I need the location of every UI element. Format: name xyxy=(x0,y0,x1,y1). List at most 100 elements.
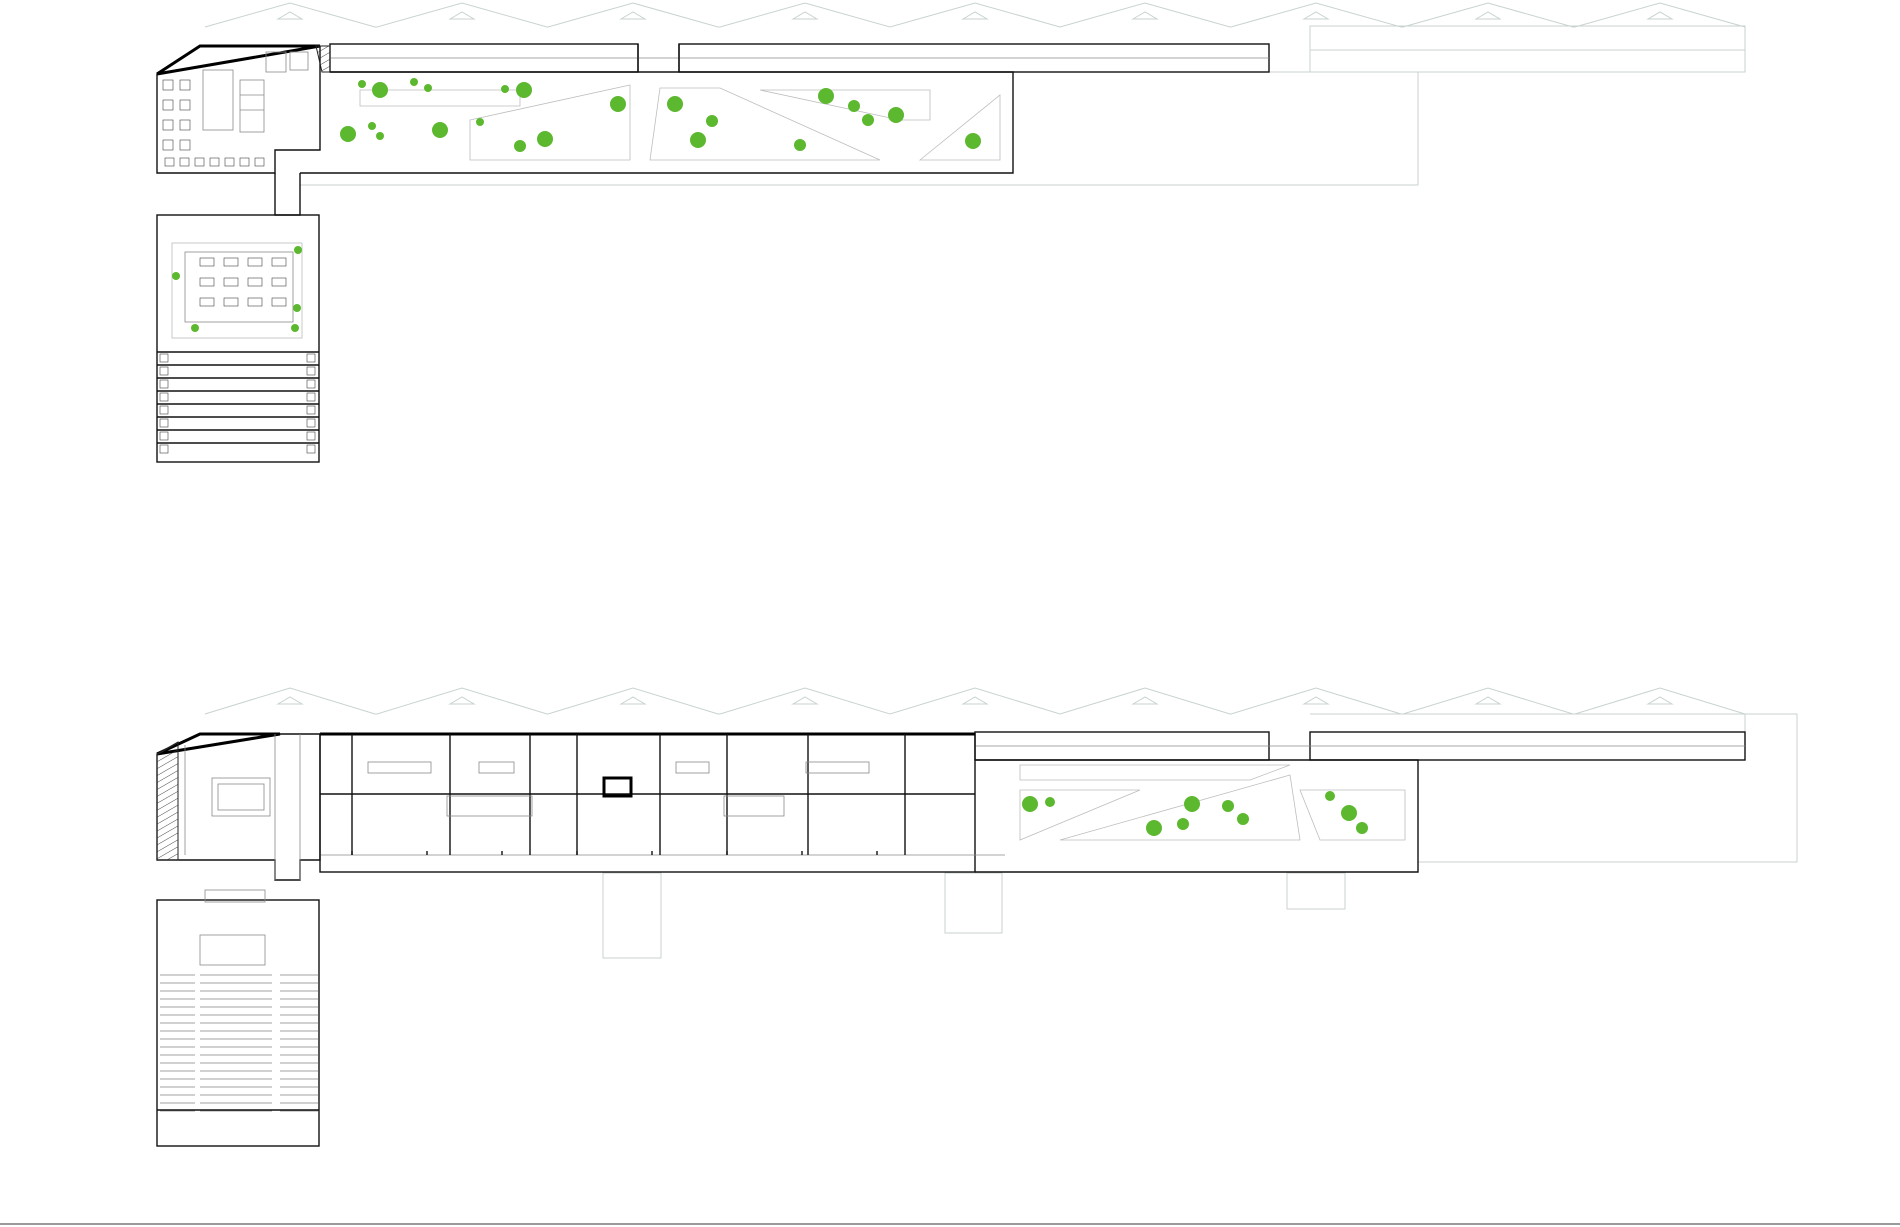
tree-canopy-icon xyxy=(514,140,526,152)
roof-vent-mark xyxy=(619,11,647,20)
cafe-table xyxy=(179,99,191,111)
tree-canopy-icon xyxy=(358,80,366,88)
stair-rail xyxy=(306,431,316,441)
hatched-wall-lower xyxy=(156,741,179,861)
stair-rail xyxy=(159,353,169,363)
stair-rail xyxy=(159,392,169,402)
roof-sawtooth-line xyxy=(204,2,1746,28)
cafe-table xyxy=(162,119,174,131)
cafe-table xyxy=(179,79,191,91)
tree-canopies xyxy=(172,78,1368,836)
hall-seat xyxy=(271,277,287,287)
tree-canopy-icon xyxy=(191,324,199,332)
roof-vent-mark xyxy=(1646,11,1674,20)
tree-canopy-icon xyxy=(294,246,302,254)
tree-canopy-icon xyxy=(1184,796,1200,812)
central-column xyxy=(602,776,633,798)
upper-floor-plan xyxy=(156,2,1746,463)
roof-vent-mark xyxy=(276,11,304,20)
rect xyxy=(217,783,265,811)
cafe-table xyxy=(194,157,205,167)
hall-seat xyxy=(223,297,239,307)
tree-canopy-icon xyxy=(965,133,981,149)
tree-canopy-icon xyxy=(848,100,860,112)
hall-seats xyxy=(199,257,287,307)
west-wing-roof-edge xyxy=(156,44,321,76)
tree-canopy-icon xyxy=(818,88,834,104)
garden-court-wall xyxy=(300,71,1014,174)
roof-vent-mark xyxy=(961,696,989,705)
cafe-tables xyxy=(162,79,265,167)
roof-vent-mark xyxy=(448,11,476,20)
tree-canopy-icon xyxy=(368,122,376,130)
tree-canopy-icon xyxy=(432,122,448,138)
roof-vent-mark xyxy=(1646,696,1674,705)
tree-canopy-icon xyxy=(1045,797,1055,807)
tree-canopy-icon xyxy=(1237,813,1249,825)
tree-canopy-icon xyxy=(1356,822,1368,834)
tree-canopy-icon xyxy=(410,78,418,86)
wc-box xyxy=(265,51,287,73)
hall-seat xyxy=(199,257,215,267)
stair-rail xyxy=(159,366,169,376)
hall-table-grid xyxy=(184,251,294,323)
roof-vent-mark xyxy=(1474,11,1502,20)
tree-canopy-icon xyxy=(667,96,683,112)
hall-seat xyxy=(223,257,239,267)
classroom-bench xyxy=(478,761,515,774)
tree-canopy-icon xyxy=(888,107,904,123)
cafe-table xyxy=(162,99,174,111)
sawtooth-roof-upper xyxy=(204,2,1746,28)
stair-rail xyxy=(306,444,316,454)
classroom-cabinet xyxy=(723,795,785,817)
tree-canopy-icon xyxy=(516,82,532,98)
garden-paths-upper xyxy=(359,84,1001,161)
stair-rail xyxy=(306,379,316,389)
tree-canopy-icon xyxy=(372,82,388,98)
roof-vent-mark xyxy=(1474,696,1502,705)
ground-floor-plan xyxy=(156,687,1798,1147)
stair-rail xyxy=(306,392,316,402)
classroom-bench xyxy=(675,761,710,774)
ghost-box-3 xyxy=(1286,872,1346,910)
roof-sawtooth-line xyxy=(204,687,1746,715)
cafe-table xyxy=(164,157,175,167)
hall-seat xyxy=(271,297,287,307)
tree-canopy-icon xyxy=(1341,805,1357,821)
west-wing-outline xyxy=(156,46,321,174)
sawtooth-roof-lower xyxy=(204,687,1746,715)
cafe-table xyxy=(162,139,174,151)
hall-seat xyxy=(199,297,215,307)
cafe-table xyxy=(239,157,250,167)
hall-seat xyxy=(271,257,287,267)
classroom-cabinet xyxy=(446,795,533,817)
auditorium-stage xyxy=(199,934,266,966)
roof-vent-mark xyxy=(1302,11,1330,20)
tree-canopy-icon xyxy=(376,132,384,140)
stair-rail xyxy=(306,405,316,415)
tree-canopy-icon xyxy=(501,85,509,93)
roof-vent-mark xyxy=(791,11,819,20)
cafe-table xyxy=(224,157,235,167)
hall-furniture-zone xyxy=(171,242,303,339)
cafe-table xyxy=(179,157,190,167)
stair-rail xyxy=(306,353,316,363)
roof-vent-mark xyxy=(1302,696,1330,705)
tree-canopy-icon xyxy=(340,126,356,142)
tree-canopy-icon xyxy=(1325,791,1335,801)
tree-canopy-icon xyxy=(706,115,718,127)
stair-rail xyxy=(306,366,316,376)
roof-vent-mark xyxy=(276,696,304,705)
stair-rail xyxy=(159,418,169,428)
hall-seat xyxy=(199,277,215,287)
stair-rail xyxy=(159,431,169,441)
cafe-table xyxy=(179,139,191,151)
tree-canopy-icon xyxy=(862,114,874,126)
kitchen-counter xyxy=(202,69,234,131)
lift-core xyxy=(211,777,271,817)
hall-seat xyxy=(247,297,263,307)
ghost-block-upper xyxy=(1309,25,1746,73)
stair-rail xyxy=(159,379,169,389)
auditorium xyxy=(156,899,320,1147)
auditorium-entrance xyxy=(204,889,266,903)
